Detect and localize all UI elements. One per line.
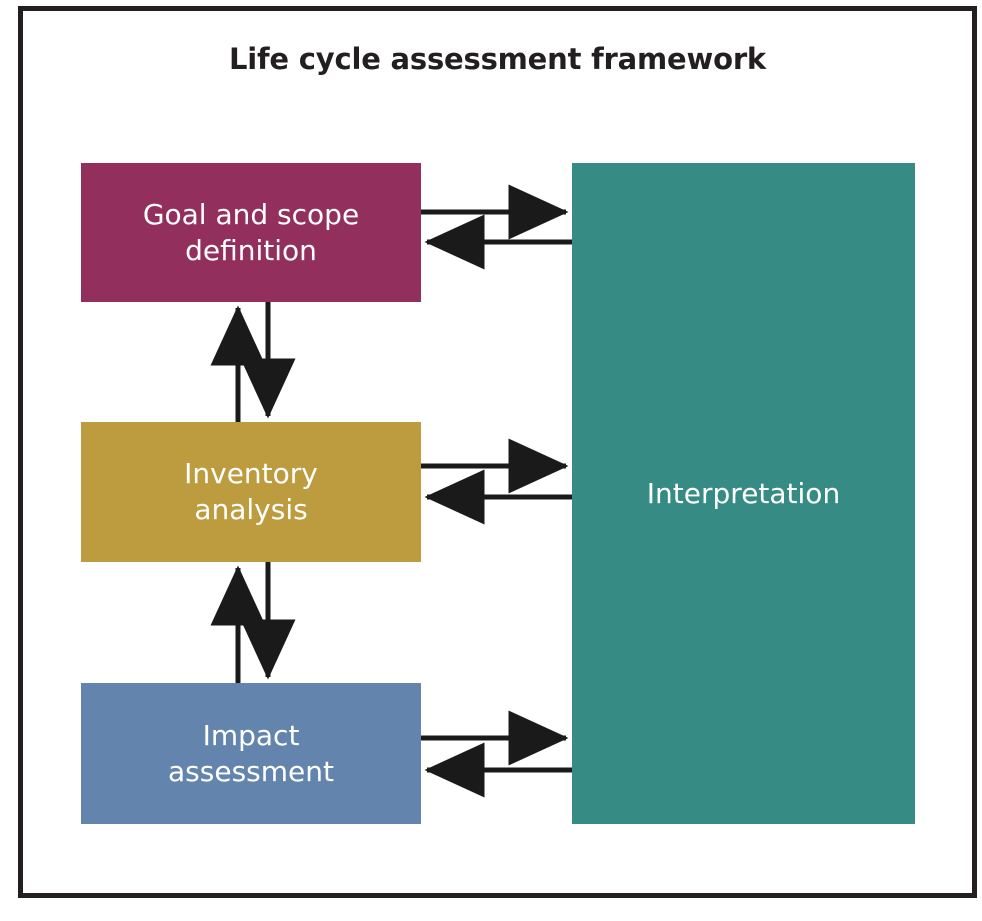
node-interpretation-label: Interpretation <box>646 476 841 510</box>
node-impact-assessment-label: Impact assessment <box>168 718 334 788</box>
node-goal-and-scope-definition[interactable]: Goal and scope definition <box>81 163 421 302</box>
node-impact-assessment[interactable]: Impact assessment <box>81 683 421 824</box>
node-interpretation[interactable]: Interpretation <box>572 163 915 824</box>
node-inventory-analysis[interactable]: Inventory analysis <box>81 422 421 562</box>
node-goal-and-scope-definition-label: Goal and scope definition <box>142 197 360 267</box>
node-inventory-analysis-label: Inventory analysis <box>184 457 318 526</box>
page-title: Life cycle assessment framework <box>228 42 767 76</box>
